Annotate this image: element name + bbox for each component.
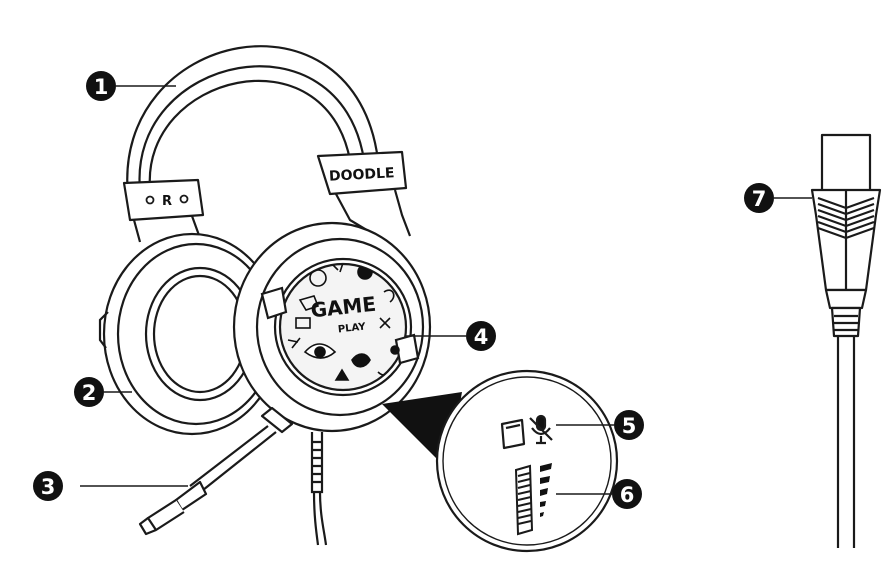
- svg-text:3: 3: [41, 475, 56, 499]
- control-zoom: [435, 369, 619, 553]
- svg-text:6: 6: [620, 483, 635, 507]
- callout-6: 6: [612, 479, 642, 509]
- volume-level-icon: [540, 463, 552, 517]
- callout-2: 2: [74, 377, 104, 407]
- earcup-art: [287, 264, 400, 386]
- side-label-group: R: [145, 194, 189, 209]
- callout-5: 5: [614, 410, 644, 440]
- mic-off-icon: [529, 414, 553, 445]
- callout-7: 7: [744, 183, 774, 213]
- mic-mute-switch: [500, 418, 526, 450]
- earcup-art-subtitle: PLAY: [337, 322, 366, 336]
- svg-text:5: 5: [622, 414, 637, 438]
- svg-text:2: 2: [82, 381, 97, 405]
- ear-cushion: [98, 232, 282, 436]
- svg-text:4: 4: [474, 325, 489, 349]
- right-slider: [316, 150, 408, 196]
- microphone-boom: [138, 406, 294, 536]
- usb-connector: [810, 133, 882, 548]
- headband: [122, 45, 412, 243]
- leader-lines: [80, 85, 812, 495]
- ear-cup: [232, 221, 432, 433]
- slider-dot-left: [145, 195, 155, 205]
- cup-clip-left: [260, 286, 288, 320]
- callout-1: 1: [86, 71, 116, 101]
- volume-wheel: [514, 464, 534, 536]
- headset-cable: [310, 432, 328, 546]
- callout-3: 3: [33, 471, 63, 501]
- svg-text:1: 1: [94, 75, 109, 99]
- svg-text:7: 7: [752, 187, 767, 211]
- callout-4: 4: [466, 321, 496, 351]
- brand-label: DOODLE: [329, 165, 395, 184]
- left-slider: [122, 178, 205, 222]
- side-label: R: [162, 194, 172, 209]
- slider-dot-right: [179, 194, 189, 204]
